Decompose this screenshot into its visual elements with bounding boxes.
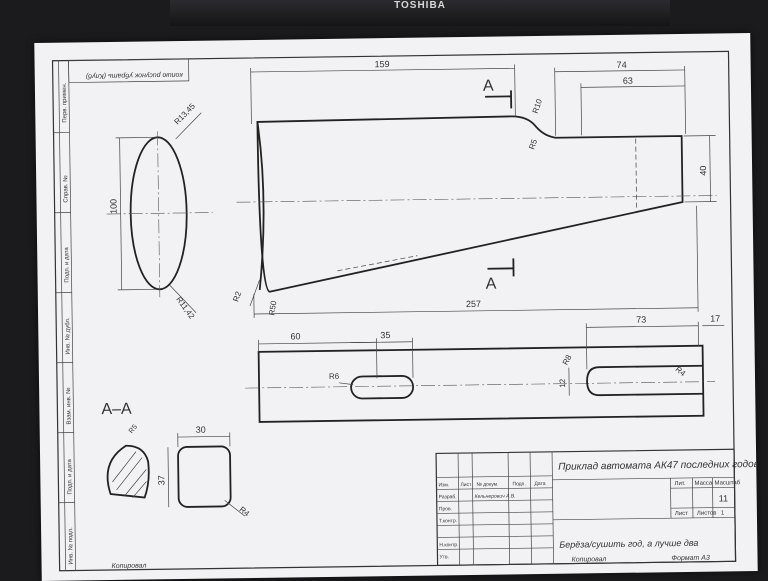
side-text-5: Взам. инв. №	[65, 387, 73, 424]
section-view-label: A–A	[101, 401, 132, 418]
role-dev: Разраб.	[439, 494, 457, 500]
dim-r4-section: R4	[238, 505, 252, 519]
sheets-total: 1	[721, 510, 725, 516]
dim-r6: R6	[329, 372, 340, 381]
stock-side-view	[257, 114, 683, 292]
row-header-1: Изм.	[438, 482, 449, 488]
dim-100: 100	[108, 199, 118, 214]
role-approve: Утв.	[439, 554, 449, 560]
dim-60: 60	[290, 331, 300, 341]
top-note: копию рисунок убрать (Клуб)	[86, 71, 183, 80]
developer-name: Кельнерович А.В.	[475, 493, 516, 500]
side-text-7: Инв. № подл.	[67, 527, 75, 565]
col-scale: Масштаб	[714, 480, 740, 486]
side-text-1: Перв. примен.	[62, 82, 69, 122]
row-header-4: Подп.	[512, 481, 525, 487]
laptop-bezel: TOSHIBA	[170, 0, 670, 26]
row-header-2: Лист	[460, 482, 472, 488]
side-text-6: Подп. и дата	[67, 459, 74, 495]
technical-drawing: Перв. примен. Справ. № Подп. и дата Инв.…	[34, 33, 757, 581]
dim-r13-45: R13,45	[172, 101, 197, 126]
side-text-3: Подп. и дата	[64, 247, 71, 283]
dim-37: 37	[156, 475, 166, 485]
col-sheets: Листов	[697, 511, 717, 517]
side-text-4: Инв. № дубл.	[64, 317, 72, 355]
drawing-title: Приклад автомата АК47 последних годов вы…	[558, 458, 758, 472]
dim-35: 35	[380, 330, 390, 340]
dim-r11-42: R11,42	[174, 295, 196, 321]
format-note: Формат A3	[671, 555, 710, 563]
bottom-left-note: Копировал	[112, 563, 147, 570]
dim-30: 30	[196, 425, 206, 435]
col-sheet: Лист	[675, 511, 688, 517]
dim-12: 12	[558, 378, 567, 388]
dim-r5-section: R5	[128, 424, 139, 435]
col-mass: Масса	[694, 481, 712, 487]
slot-r6	[351, 376, 413, 399]
dim-74: 74	[617, 60, 627, 70]
dim-73: 73	[636, 315, 646, 325]
square-section	[178, 446, 231, 507]
section-label-bottom: A	[486, 276, 497, 293]
sheet-number: 11	[719, 493, 728, 503]
row-header-3: № докум.	[476, 482, 498, 488]
role-ncontrol: Н.контр.	[439, 542, 458, 548]
dim-r8: R8	[561, 353, 574, 367]
dim-63: 63	[623, 76, 633, 86]
section-label-top: A	[483, 78, 494, 95]
dim-r2: R2	[231, 290, 243, 303]
dim-257: 257	[466, 299, 481, 309]
col-lit: Лит.	[674, 481, 685, 487]
brand-logo: TOSHIBA	[170, 0, 670, 11]
dim-r10: R10	[531, 97, 545, 114]
dim-159: 159	[375, 59, 390, 69]
drawing-sheet: Перв. примен. Справ. № Подп. и дата Инв.…	[34, 33, 757, 581]
section-a-a	[107, 445, 149, 498]
dim-17: 17	[710, 313, 720, 323]
material-note: Берёза/сушить год, а лучше два	[559, 538, 698, 550]
role-check: Пров.	[439, 506, 452, 512]
dim-r5: R5	[527, 138, 539, 151]
copied-note: Копировал	[572, 556, 607, 563]
dim-40: 40	[698, 166, 708, 176]
stock-top-view	[259, 346, 704, 422]
side-text-2: Справ. №	[62, 175, 69, 202]
drawing-frame	[53, 51, 736, 570]
row-header-5: Дата	[534, 481, 545, 487]
role-tcontrol: Т.контр.	[439, 518, 457, 524]
